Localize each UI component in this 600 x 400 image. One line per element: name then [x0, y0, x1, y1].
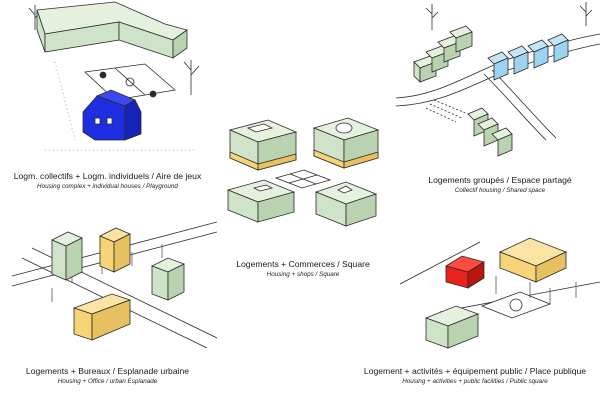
public-square	[480, 291, 552, 319]
scenario-subtitle: Collectif housing / Shared space	[454, 187, 546, 194]
scenario-title: Logements + Bureaux / Esplanade urbaine	[25, 366, 190, 376]
scenario-title: Logement + activités + équipement public…	[363, 366, 587, 376]
housing-block	[151, 257, 185, 301]
block-housing	[314, 181, 378, 227]
scenario-subtitle: Housing + Office / urban Esplanade	[57, 378, 158, 385]
square	[274, 169, 332, 189]
housing-block	[424, 305, 480, 349]
scenario-subtitle: Housing + shops / Square	[266, 271, 340, 278]
grouped-houses-green	[413, 25, 473, 83]
tree-icon	[579, 2, 593, 26]
office-block	[99, 227, 131, 273]
panel-grouped-housing	[396, 2, 600, 157]
tree-icon	[425, 4, 439, 30]
block-housing	[226, 179, 296, 223]
scenario-title: Logm. collectifs + Logm. individuels / A…	[13, 171, 202, 181]
tree-icon	[183, 60, 200, 95]
scenario-title: Logements + Commerces / Square	[236, 259, 370, 269]
housing-complex-building	[36, 1, 188, 59]
caption-housing-office: Logements + Bureaux / Esplanade urbaine …	[0, 366, 215, 386]
public-facility	[445, 255, 485, 289]
activities-building	[498, 237, 568, 283]
caption-grouped-housing: Logements groupés / Espace partagé Colle…	[402, 175, 598, 195]
caption-housing-complex: Logm. collectifs + Logm. individuels / A…	[0, 171, 215, 191]
caption-housing-shops: Logements + Commerces / Square Housing +…	[208, 259, 398, 279]
block-housing-shops	[312, 117, 380, 169]
panel-housing-shops	[226, 117, 380, 227]
garden-plots	[425, 99, 469, 123]
panel-housing-office	[12, 221, 217, 349]
panel-housing-complex	[28, 1, 200, 151]
housing-tower	[51, 231, 83, 281]
block-housing-shops	[228, 119, 298, 171]
scenario-title: Logements groupés / Espace partagé	[428, 175, 572, 185]
playground	[84, 63, 176, 101]
grouped-houses-blue	[487, 33, 569, 81]
grouped-houses-green	[467, 107, 513, 157]
scenario-subtitle: Housing + activities + public facilities…	[402, 378, 548, 385]
panel-public-square	[400, 237, 600, 349]
ground-dots	[45, 61, 195, 151]
square-trees	[495, 276, 577, 304]
office-slab	[72, 293, 132, 341]
scenario-subtitle: Housing complex + individual houses / Pl…	[37, 183, 178, 190]
individual-house	[82, 89, 142, 141]
caption-public-square: Logement + activités + équipement public…	[352, 366, 598, 386]
